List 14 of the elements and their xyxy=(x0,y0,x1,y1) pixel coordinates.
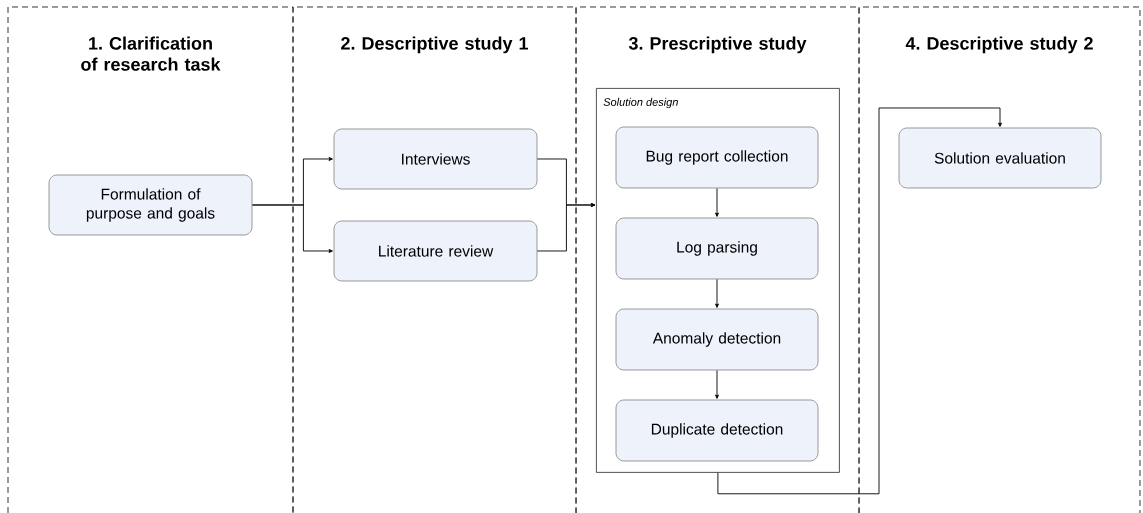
process-box: Log parsing xyxy=(615,217,819,280)
process-box: Literature review xyxy=(333,220,538,282)
arrow xyxy=(715,278,719,308)
process-box: Formulation of purpose and goals xyxy=(48,174,253,236)
arrow xyxy=(715,369,719,399)
arrow xyxy=(715,187,719,217)
process-box: Duplicate detection xyxy=(615,399,819,462)
process-box: Solution evaluation xyxy=(898,127,1102,189)
arrow xyxy=(717,107,1002,495)
process-box: Bug report collection xyxy=(615,126,819,189)
arrow xyxy=(536,203,596,252)
process-box: Interviews xyxy=(333,128,538,190)
arrow xyxy=(251,204,333,253)
process-box: Anomaly detection xyxy=(615,308,819,371)
